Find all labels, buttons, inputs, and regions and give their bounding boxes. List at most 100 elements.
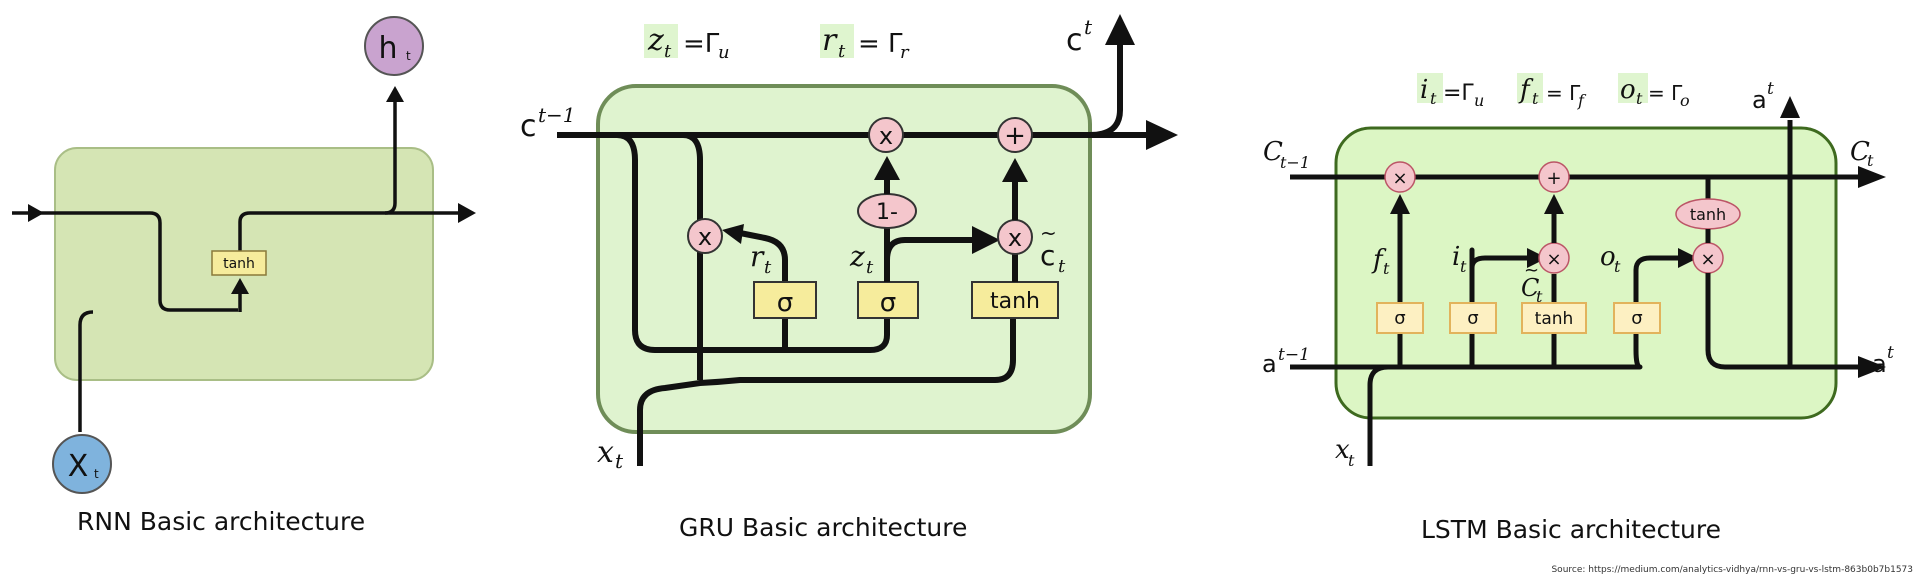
rnn-out-arrow-up bbox=[386, 86, 404, 102]
gru-eq-r-rhs: = Γ bbox=[858, 29, 903, 59]
lstm-hidden-line bbox=[1372, 349, 1643, 370]
lstm-cell-in-sub: t−1 bbox=[1280, 153, 1310, 172]
lstm-input-mult-label: × bbox=[1546, 249, 1561, 270]
lstm-cell-out-sub: t bbox=[1867, 151, 1874, 170]
gru-state-out-sup: t bbox=[1084, 15, 1093, 39]
rnn-input-sub: t bbox=[94, 467, 99, 481]
lstm-output-mult-label: × bbox=[1700, 249, 1715, 270]
lstm-eq-i-highlight bbox=[1417, 73, 1443, 103]
rnn-out-arrow-right bbox=[458, 203, 476, 223]
gru-tanh-label: tanh bbox=[990, 289, 1040, 314]
gru-update-mult-label: x bbox=[879, 122, 893, 150]
rnn-output-node bbox=[364, 16, 424, 76]
source-note: Source: https://medium.com/analytics-vid… bbox=[1551, 565, 1913, 575]
gru-state-up-wire bbox=[1089, 40, 1123, 138]
lstm-eq-o-sub: t bbox=[1636, 89, 1643, 108]
lstm-eq-f-sub: t bbox=[1532, 89, 1539, 108]
gru-caption: GRU Basic architecture bbox=[679, 513, 967, 542]
lstm-eq-i-rhs-sub: u bbox=[1474, 91, 1484, 110]
rnn-tanh-label: tanh bbox=[223, 256, 255, 272]
lstm-candidate-sub: t bbox=[1536, 287, 1543, 306]
rnn-tanh-out-wire bbox=[238, 211, 385, 253]
gru-candidate-arrow bbox=[1002, 158, 1028, 182]
lstm-eq-f-highlight bbox=[1517, 73, 1543, 103]
lstm-i-label: i bbox=[1452, 242, 1460, 272]
gru-update-mult-op bbox=[868, 117, 904, 153]
gru-sigma-z-gate bbox=[857, 281, 919, 319]
gru-add-op bbox=[997, 117, 1033, 153]
gru-state-arrow-right bbox=[1146, 120, 1178, 150]
gru-candidate-sub: t bbox=[1058, 256, 1066, 277]
gru-z-right-arrow bbox=[972, 226, 1000, 254]
gru-eq-z-rhs-sub: u bbox=[718, 42, 730, 63]
gru-one-minus-arrow bbox=[874, 156, 900, 180]
gru-state-arrow-up bbox=[1105, 14, 1135, 45]
gru-candidate-mark: ~ bbox=[1040, 221, 1057, 245]
gru-z-right-wire bbox=[884, 237, 975, 261]
gru-eq-r-sub: t bbox=[838, 41, 846, 62]
rnn-output-label: h bbox=[378, 31, 397, 66]
lstm-candidate-arrow bbox=[1544, 194, 1564, 214]
gru-sigma-r-label: σ bbox=[777, 288, 793, 318]
gru-reset-mult-op bbox=[687, 218, 723, 254]
lstm-tanh-label: tanh bbox=[1535, 309, 1574, 329]
lstm-diagram: i t =Γ u f t = Γ f o t = Γ o C t−1 C t a… bbox=[1262, 73, 1894, 544]
gru-r-arrow bbox=[722, 224, 744, 244]
lstm-candidate-mark: ~ bbox=[1524, 260, 1539, 281]
lstm-cell-out-label: C bbox=[1850, 137, 1870, 167]
lstm-f-sigma-label: σ bbox=[1394, 308, 1405, 329]
gru-sigma-r-gate bbox=[753, 281, 817, 319]
lstm-hidden-top-sup: t bbox=[1767, 79, 1774, 99]
lstm-eq-o-rhs: = Γ bbox=[1648, 81, 1683, 105]
gru-one-minus-label: 1- bbox=[876, 200, 898, 225]
gru-diagram: z t =Γ u r t = Γ r c t−1 c t x t σ r t x bbox=[520, 14, 1178, 542]
lstm-i-sigma-gate bbox=[1449, 302, 1497, 334]
gru-r-label: r bbox=[750, 240, 765, 273]
gru-cell bbox=[596, 84, 1092, 434]
gru-eq-z-lhs: z bbox=[647, 23, 664, 58]
lstm-o-arrow bbox=[1678, 248, 1698, 268]
lstm-tanh-gate bbox=[1521, 302, 1587, 334]
gru-eq-z-highlight bbox=[644, 24, 678, 58]
lstm-hidden-out-label: a bbox=[1872, 350, 1887, 378]
lstm-eq-o-lhs: o bbox=[1620, 75, 1636, 105]
gru-z-gate-wire bbox=[740, 318, 890, 353]
gru-eq-r-rhs-sub: r bbox=[900, 42, 910, 63]
lstm-add-label: + bbox=[1546, 168, 1561, 189]
gru-add-label: + bbox=[1004, 121, 1026, 151]
lstm-forget-mult-op bbox=[1384, 161, 1416, 193]
rnn-input-label: X bbox=[68, 449, 89, 484]
lstm-add-op bbox=[1538, 161, 1570, 193]
gru-state-branch-1 bbox=[616, 132, 785, 353]
lstm-o-sub: t bbox=[1614, 257, 1621, 276]
rnn-caption: RNN Basic architecture bbox=[77, 507, 365, 536]
gru-state-branch-2 bbox=[682, 132, 703, 380]
lstm-input-label: x bbox=[1335, 435, 1350, 465]
gru-reset-mult-label: x bbox=[698, 223, 712, 251]
gru-state-in-sup: t−1 bbox=[538, 103, 576, 127]
gru-r-sub: t bbox=[764, 257, 772, 278]
lstm-i-wire bbox=[1469, 247, 1530, 367]
gru-state-out-label: c bbox=[1066, 23, 1083, 58]
lstm-eq-i-sub: t bbox=[1430, 89, 1437, 108]
lstm-eq-f-rhs-sub: f bbox=[1577, 91, 1587, 110]
gru-input-label: x bbox=[597, 435, 614, 470]
lstm-output-arrow-up bbox=[1780, 96, 1800, 118]
rnn-diagram: tanh h t X t RNN Basic architecture bbox=[12, 16, 476, 536]
rnn-input-node bbox=[52, 434, 112, 494]
lstm-caption: LSTM Basic architecture bbox=[1421, 515, 1721, 544]
gru-input-wire bbox=[637, 318, 1016, 466]
lstm-hidden-top-label: a bbox=[1752, 86, 1767, 114]
gru-input-sub: t bbox=[615, 449, 624, 473]
gru-eq-r-lhs: r bbox=[822, 23, 838, 58]
lstm-output-tanh-label: tanh bbox=[1690, 205, 1726, 224]
lstm-o-label: o bbox=[1600, 242, 1616, 272]
lstm-o-sigma-label: σ bbox=[1631, 308, 1642, 329]
gru-sigma-z-label: σ bbox=[880, 288, 896, 318]
rnn-output-sub: t bbox=[406, 49, 411, 63]
lstm-f-sigma-gate bbox=[1376, 302, 1424, 334]
gru-state-in-label: c bbox=[520, 109, 537, 144]
lstm-hidden-out-sup: t bbox=[1887, 343, 1894, 363]
rnn-out-wire-up bbox=[384, 100, 397, 215]
